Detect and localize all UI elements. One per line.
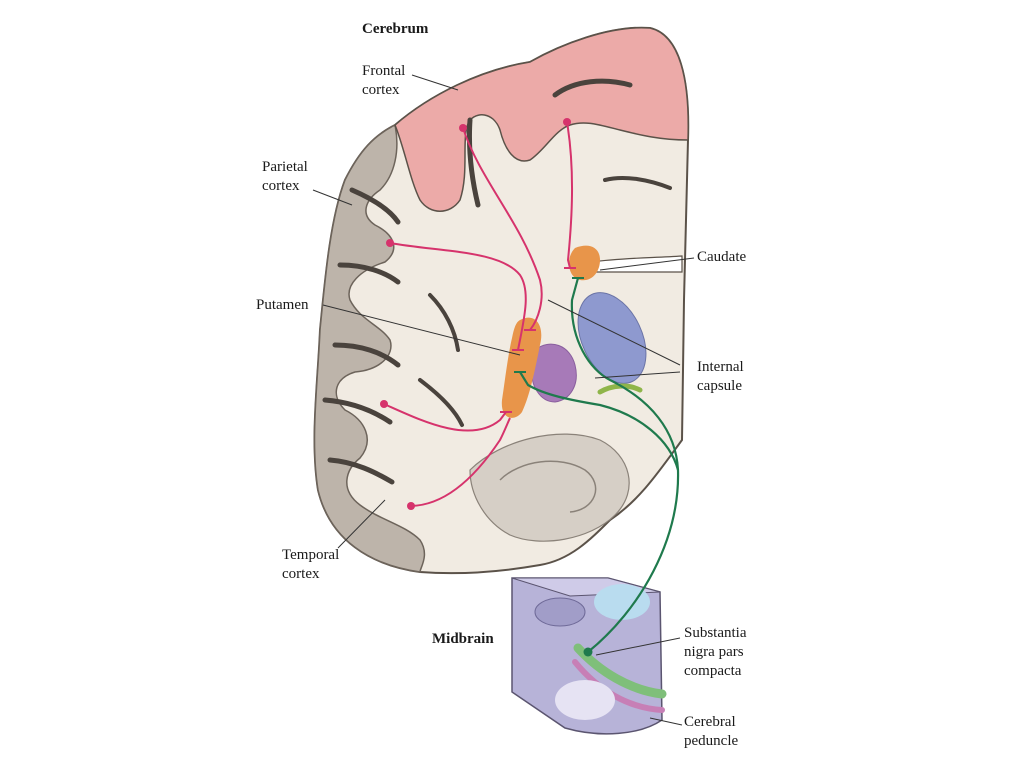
parietal-cortex-label-line1: Parietal: [262, 158, 308, 177]
cerebral-peduncle-area: [555, 680, 615, 720]
parietal-cortex-label: Parietal cortex: [262, 158, 308, 196]
internal-capsule-label-line2: capsule: [697, 377, 744, 396]
internal-capsule-label-line1: Internal: [697, 358, 744, 377]
cerebral-peduncle-label-line1: Cerebral: [684, 713, 738, 732]
parietal-cortex-label-line2: cortex: [262, 177, 308, 196]
cerebral-peduncle-label-line2: peduncle: [684, 732, 738, 751]
origin-dot: [407, 502, 415, 510]
caudate-label: Caudate: [697, 248, 746, 267]
temporal-cortex-label-line1: Temporal: [282, 546, 339, 565]
nigra-origin-dot: [584, 648, 593, 657]
cerebral-peduncle-label: Cerebral peduncle: [684, 713, 738, 751]
putamen-label-line1: Putamen: [256, 296, 309, 315]
origin-dot: [386, 239, 394, 247]
substantia-nigra-label-line3: compacta: [684, 662, 747, 681]
red-nucleus: [594, 584, 650, 620]
frontal-cortex-label-line1: Frontal: [362, 62, 405, 81]
substantia-nigra-label: Substantia nigra pars compacta: [684, 624, 747, 681]
substantia-nigra-label-line2: nigra pars: [684, 643, 747, 662]
origin-dot: [459, 124, 467, 132]
frontal-cortex-label-line2: cortex: [362, 81, 405, 100]
putamen-label: Putamen: [256, 296, 309, 315]
internal-capsule-label: Internal capsule: [697, 358, 744, 396]
origin-dot: [380, 400, 388, 408]
frontal-cortex-label: Frontal cortex: [362, 62, 405, 100]
origin-dot: [563, 118, 571, 126]
midbrain-title: Midbrain: [432, 630, 494, 649]
aqueduct-region: [535, 598, 585, 626]
temporal-cortex-label-line2: cortex: [282, 565, 339, 584]
caudate-label-line1: Caudate: [697, 248, 746, 267]
cerebrum-title: Cerebrum: [362, 20, 428, 39]
substantia-nigra-label-line1: Substantia: [684, 624, 747, 643]
temporal-cortex-label: Temporal cortex: [282, 546, 339, 584]
